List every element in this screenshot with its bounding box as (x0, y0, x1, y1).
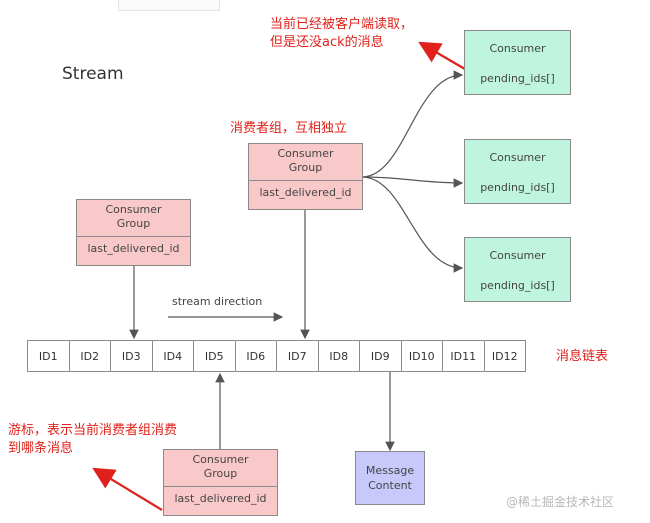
annotation-cursor: 游标，表示当前消费者组消费 到哪条消息 (8, 423, 178, 456)
consumer-2: Consumer pending_ids[] (464, 139, 571, 204)
consumer-group-left: Consumer Group last_delivered_id (76, 199, 191, 266)
id-cell: ID12 (483, 340, 526, 372)
id-cell: ID10 (400, 340, 443, 372)
annotation-groups: 消费者组，互相独立 (230, 121, 348, 136)
message-content-box: Message Content (355, 451, 425, 505)
id-cell: ID8 (317, 340, 360, 372)
id-cell: ID3 (110, 340, 153, 372)
id-cell: ID9 (359, 340, 402, 372)
stream-direction-label: stream direction (172, 295, 263, 308)
message-id-list: ID1 ID2 ID3 ID4 ID5 ID6 ID7 ID8 ID9 ID10… (27, 340, 526, 372)
cropped-box-remnant (118, 0, 220, 11)
consumer-3: Consumer pending_ids[] (464, 237, 571, 302)
consumer-1: Consumer pending_ids[] (464, 30, 571, 95)
red-arrow-pending (418, 41, 471, 73)
annotation-list: 消息链表 (556, 349, 609, 364)
red-arrow-cursor (92, 467, 163, 511)
id-cell: ID4 (151, 340, 194, 372)
arrow-group-to-consumer-3 (361, 176, 464, 273)
arrow-group-to-consumer-1 (361, 70, 464, 178)
arrow-group-to-consumer-2 (361, 176, 464, 188)
id-cell: ID7 (276, 340, 319, 372)
id-cell: ID2 (68, 340, 111, 372)
id-cell: ID11 (442, 340, 485, 372)
diagram-title: Stream (62, 64, 124, 84)
id-cell: ID1 (27, 340, 70, 372)
consumer-group-bottom: Consumer Group last_delivered_id (163, 449, 278, 516)
id-cell: ID5 (193, 340, 236, 372)
annotation-pending: 当前已经被客户端读取， 但是还没ack的消息 (270, 17, 414, 50)
consumer-group-middle: Consumer Group last_delivered_id (248, 143, 363, 210)
watermark: @稀土掘金技术社区 (506, 495, 615, 509)
id-cell: ID6 (234, 340, 277, 372)
